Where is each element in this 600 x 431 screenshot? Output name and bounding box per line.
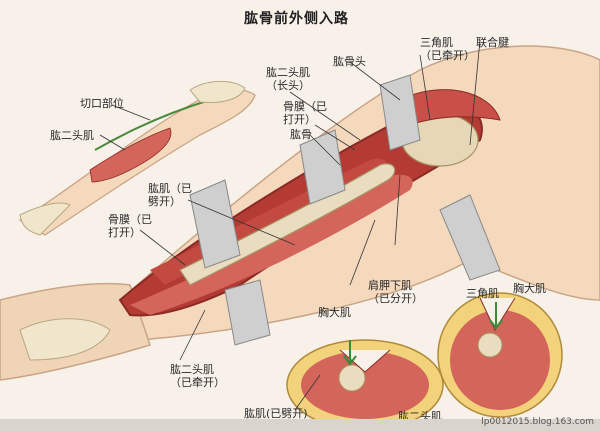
arrow-2 <box>489 302 503 330</box>
small-arm-biceps <box>89 127 172 183</box>
label-periosteum-upper: 骨膜（已 打开） <box>283 100 327 126</box>
small-shoulder-bone <box>189 81 246 103</box>
label-brachialis-split-lower: 肱肌(已劈开) <box>244 407 308 420</box>
retractor-4 <box>224 279 271 346</box>
label-biceps-small: 肱二头肌 <box>50 129 94 142</box>
label-biceps-long-head: 肱二头肌 （长头） <box>266 66 310 92</box>
page-title: 肱骨前外侧入路 <box>244 11 349 27</box>
incision-line <box>94 99 211 151</box>
label-brachialis-split-upper: 肱肌（已 劈开） <box>148 182 192 208</box>
label-pectoralis-major-section: 胸大肌 <box>513 282 546 295</box>
cross-section-lower-right-bone <box>477 332 503 358</box>
label-pectoralis-major-center: 胸大肌 <box>318 306 351 319</box>
label-deltoid-retracted: 三角肌 （已牵开） <box>420 36 475 62</box>
watermark: lp0012015.blog.163.com <box>481 417 594 427</box>
leader-lines <box>99 39 481 411</box>
deltoid-retracted-shape <box>399 89 501 126</box>
retractor-2 <box>299 129 346 205</box>
label-periosteum-lower: 骨膜（已 打开） <box>108 213 152 239</box>
cross-section-lower-left-bone <box>338 364 366 392</box>
label-humerus: 肱骨 <box>290 128 312 141</box>
retractor-1 <box>189 179 241 269</box>
label-subscapularis: 肩胛下肌 （已分开） <box>368 279 423 305</box>
arrow-1 <box>343 340 357 366</box>
elbow-bone <box>19 318 111 361</box>
label-conjoined-tendon: 联合腱 <box>476 36 509 49</box>
bottom-strip <box>0 419 600 431</box>
small-forearm-bones <box>19 202 71 236</box>
retractor-3 <box>379 74 421 151</box>
cross-section-lower-right-muscle <box>450 310 550 410</box>
cross-section-lower-right-notch <box>479 297 516 332</box>
label-biceps-retracted: 肱二头肌 （已牵开） <box>170 363 225 389</box>
retractor-5 <box>439 194 501 281</box>
cross-section-lower-left-notch <box>339 349 391 373</box>
label-incision-site: 切口部位 <box>80 97 124 110</box>
label-deltoid-section: 三角肌 <box>466 287 499 300</box>
label-humeral-head: 肱骨头 <box>333 55 366 68</box>
cross-section-lower-left-muscle <box>301 351 429 419</box>
